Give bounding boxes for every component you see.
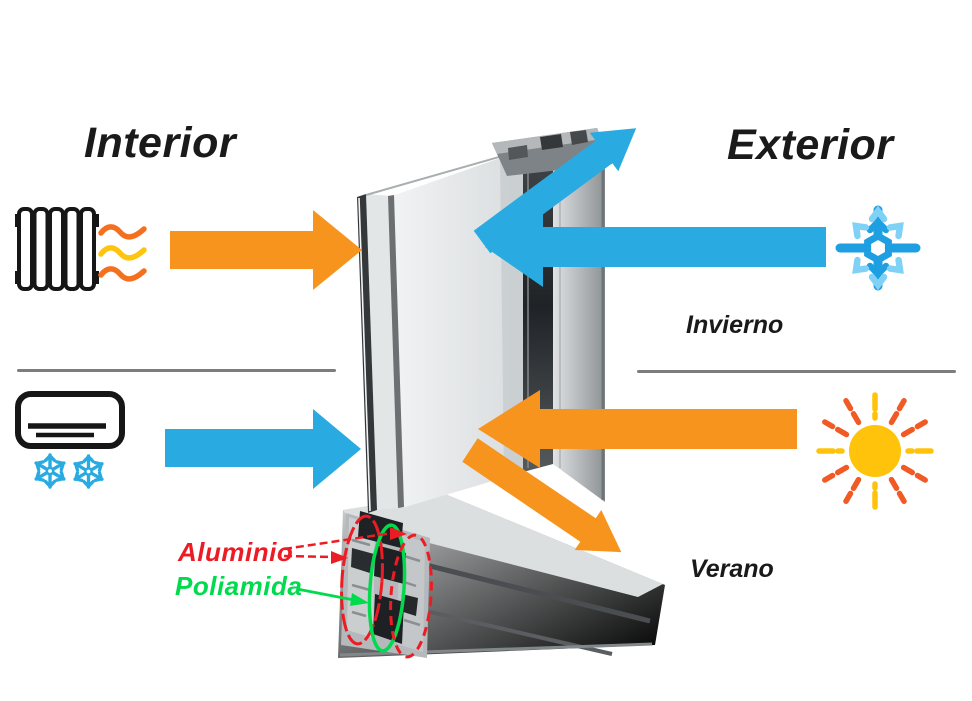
winter-interior-heat-arrow <box>170 210 362 290</box>
polyamide-leader-line <box>296 587 369 606</box>
summer-season-label: Verano <box>690 555 774 583</box>
polyamide-highlight-ellipse <box>367 523 407 653</box>
snowflake-icon <box>71 454 106 489</box>
winter-exterior-cold-arrow <box>485 207 826 287</box>
interior-divider <box>17 369 336 372</box>
interior-title: Interior <box>84 119 237 167</box>
winter-season-label: Invierno <box>686 311 784 339</box>
summer-exterior-heat-arrow <box>478 390 797 468</box>
exterior-divider <box>637 370 956 373</box>
snowflake-icon <box>32 453 68 489</box>
snowflake-icon <box>835 205 921 291</box>
aluminum-leader-lines <box>283 527 407 564</box>
aluminum-label: Aluminio <box>178 537 294 567</box>
radiator-icon <box>15 207 99 291</box>
aluminum-highlight-ellipse-right <box>389 533 433 659</box>
air-conditioner-icon <box>15 391 125 449</box>
exterior-title: Exterior <box>727 121 894 169</box>
summer-deflected-heat-arrow <box>462 438 622 553</box>
profile-cross-section <box>341 511 430 658</box>
heat-waves-icon <box>98 224 147 282</box>
sun-icon <box>815 391 935 511</box>
summer-interior-cool-arrow <box>165 409 361 489</box>
polyamide-label: Poliamida <box>175 571 303 601</box>
aluminum-highlight-ellipse-left <box>340 514 384 646</box>
winter-deflected-cold-arrow <box>473 128 637 254</box>
